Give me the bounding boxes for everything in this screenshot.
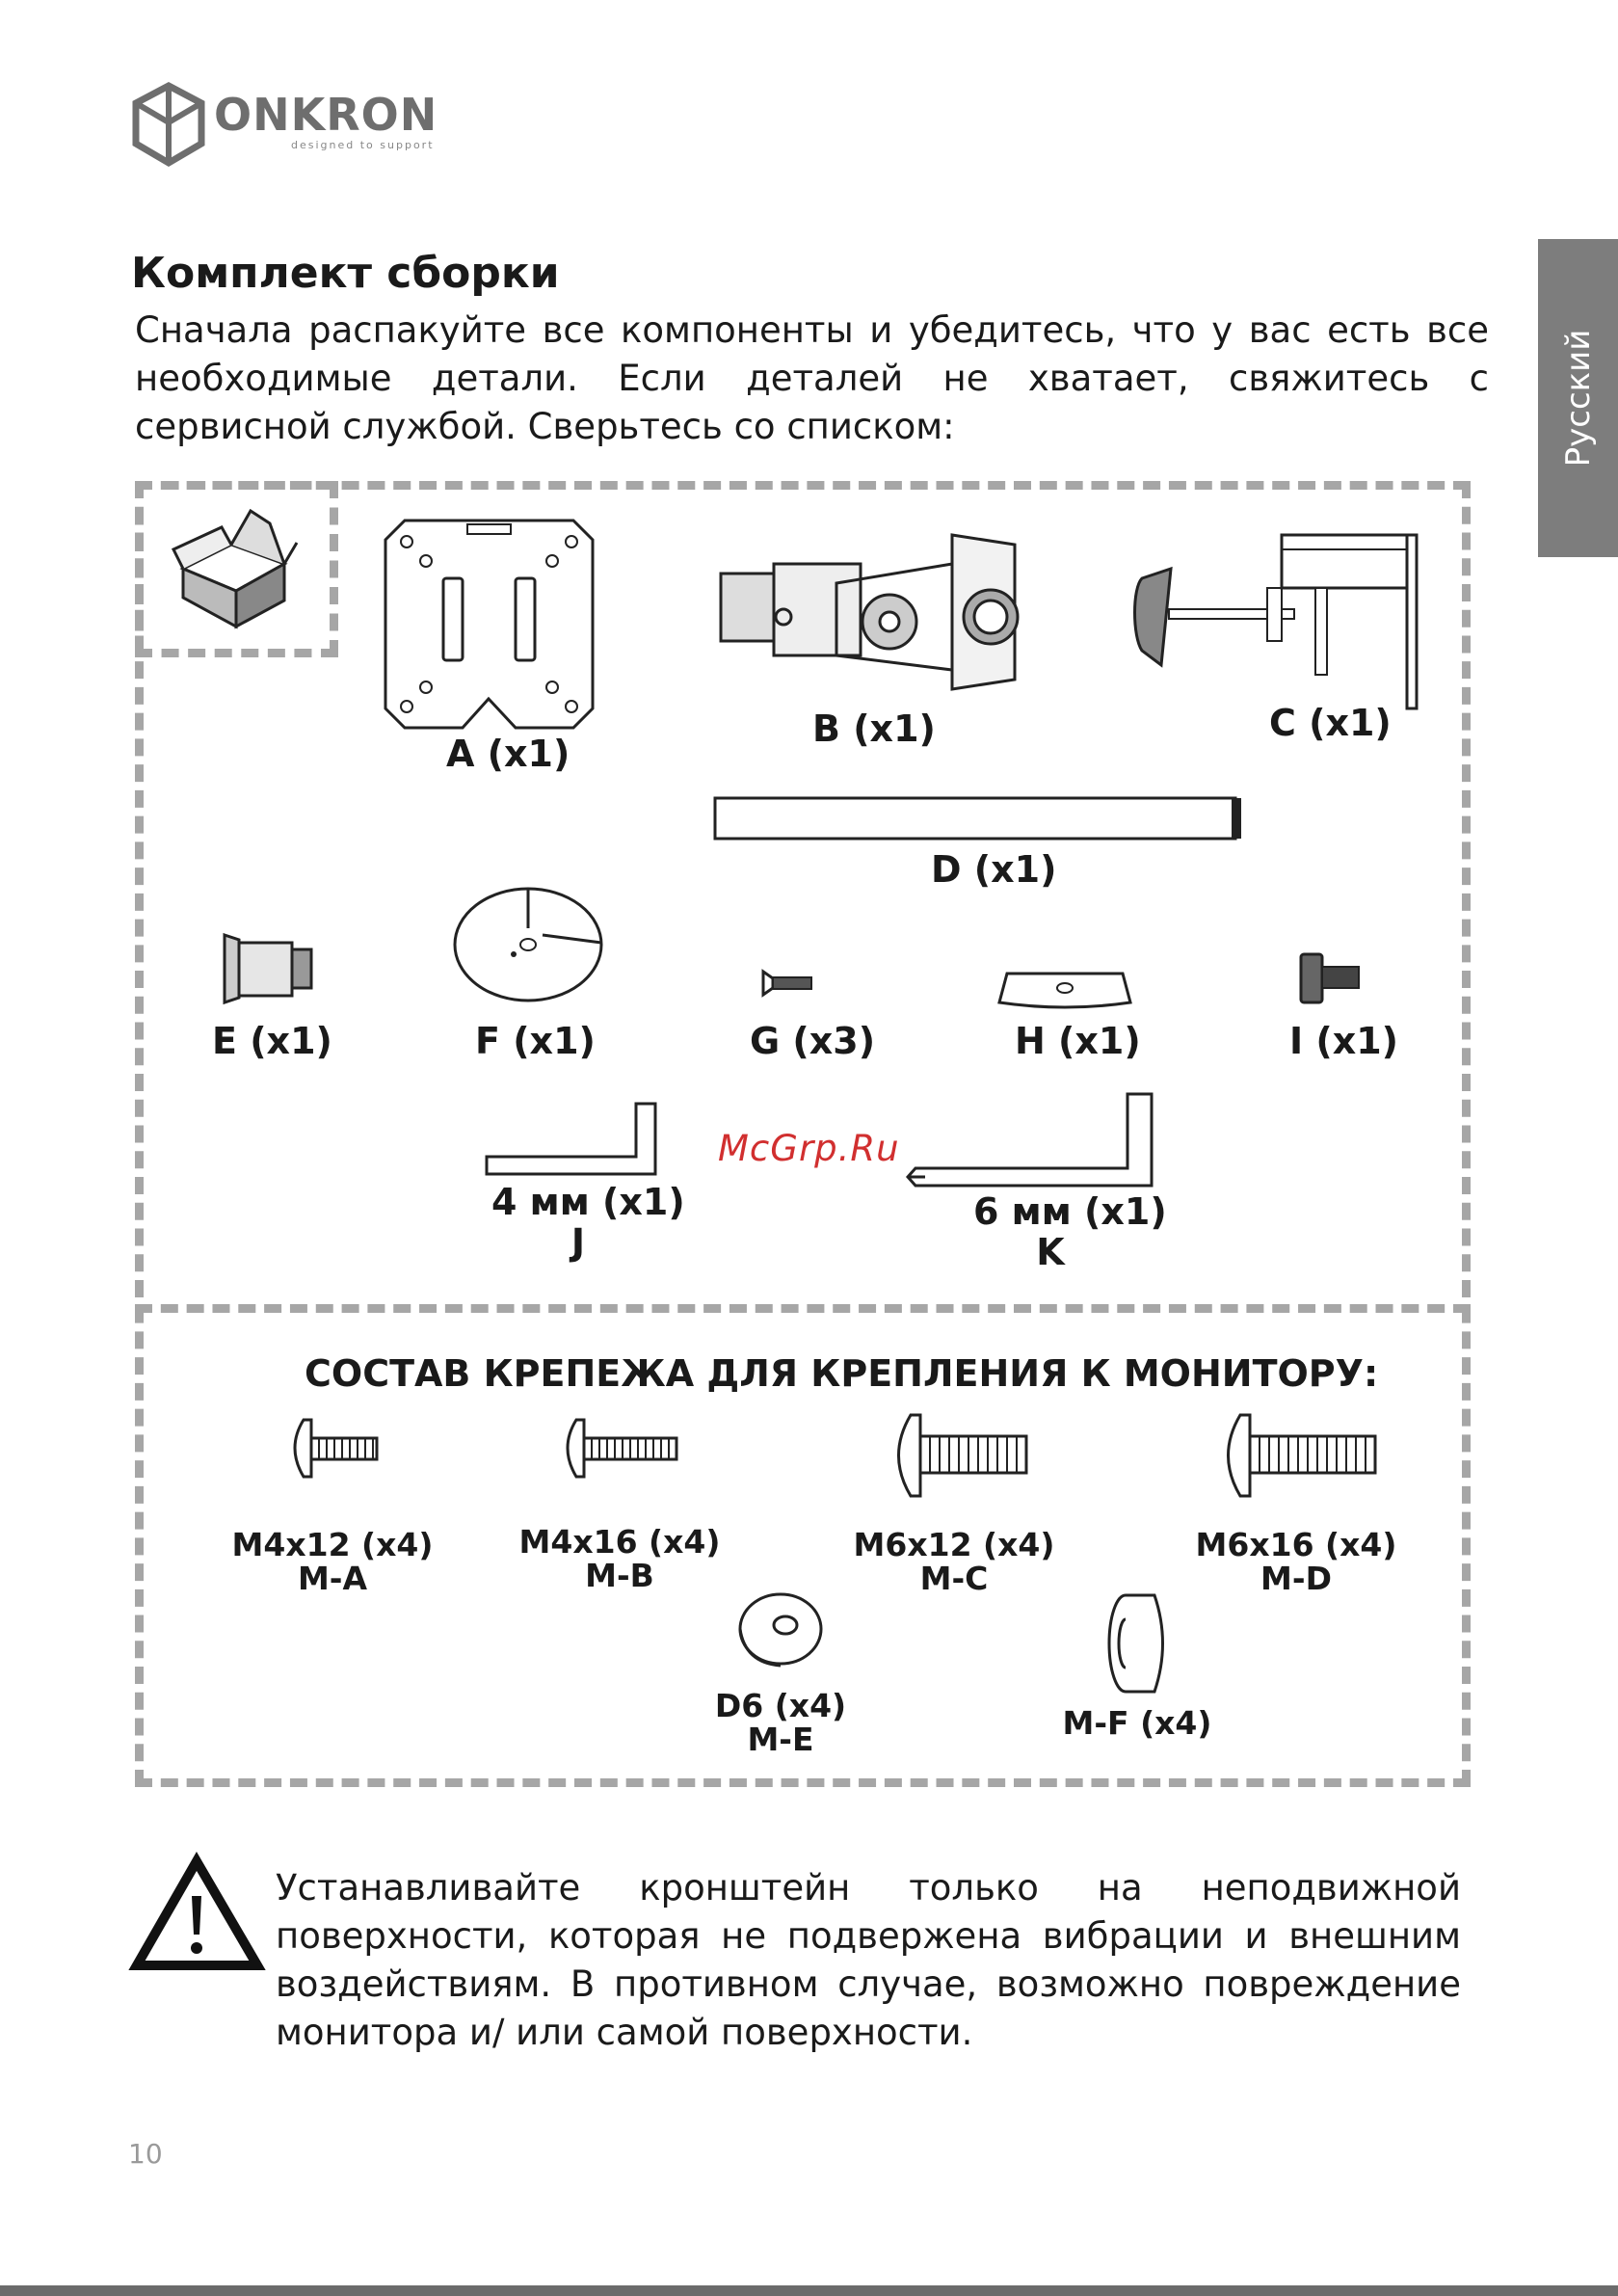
screw-m-d-size: M6x16 (x4)	[1195, 1526, 1397, 1563]
brand-logo-icon	[132, 82, 205, 168]
screw-m-b-icon	[566, 1418, 678, 1479]
part-d-pole	[713, 796, 1241, 841]
part-j-code: J	[570, 1221, 586, 1264]
fasteners-heading: СОСТАВ КРЕПЕЖА ДЛЯ КРЕПЛЕНИЯ К МОНИТОРУ:	[305, 1352, 1379, 1395]
screw-m-b-size: M4x16 (x4)	[518, 1523, 721, 1561]
part-g-screw	[761, 969, 812, 998]
spacer-m-f-icon	[1107, 1593, 1164, 1694]
watermark: McGrp.Ru	[718, 1128, 900, 1169]
part-c-desk-clamp	[1133, 533, 1419, 710]
spacer-m-f-label: M-F (x4)	[1062, 1704, 1212, 1742]
part-f-base-disc	[453, 887, 603, 1002]
screw-m-b-code: M-B	[585, 1557, 654, 1594]
part-k-size: 6 мм (x1)	[973, 1190, 1167, 1233]
screw-m-d-code: M-D	[1260, 1560, 1332, 1597]
parts-frame	[135, 481, 1471, 1787]
screw-m-a-code: M-A	[297, 1560, 368, 1597]
part-k-hex-key-6mm	[905, 1092, 1154, 1188]
washer-m-e-icon	[738, 1592, 823, 1668]
part-e-collar	[223, 932, 313, 1005]
screw-m-d-icon	[1227, 1413, 1377, 1498]
warning-triangle-icon	[128, 1852, 266, 1970]
screw-m-c-icon	[897, 1413, 1028, 1498]
section-intro: Сначала распакуйте все компоненты и убед…	[135, 309, 1489, 447]
section-title: Комплект сборки	[131, 249, 560, 298]
screw-m-c-size: M6x12 (x4)	[853, 1526, 1055, 1563]
part-c-label: C (x1)	[1269, 702, 1392, 744]
warning-text: Устанавливайте кронштейн только на непод…	[276, 1867, 1461, 2053]
part-b-tilt-head	[719, 533, 1020, 691]
box-icon-frame	[135, 481, 338, 657]
part-j-hex-key-4mm	[485, 1102, 657, 1176]
part-d-label: D (x1)	[931, 848, 1057, 891]
bottom-rule	[0, 2285, 1618, 2296]
page-number: 10	[128, 2138, 163, 2170]
part-j-size: 4 мм (x1)	[491, 1181, 685, 1223]
part-h-label: H (x1)	[1015, 1020, 1141, 1062]
part-k-code: K	[1036, 1231, 1065, 1273]
part-h-clamp-plate	[997, 972, 1132, 1009]
screw-m-a-icon	[293, 1418, 379, 1479]
part-e-label: E (x1)	[212, 1020, 332, 1062]
part-i-thumb-screw	[1299, 952, 1360, 1004]
part-g-label: G (x3)	[750, 1020, 876, 1062]
brand-tagline: designed to support	[291, 139, 435, 151]
fasteners-divider	[135, 1304, 1471, 1313]
package-box-icon	[171, 508, 299, 629]
part-a-label: A (x1)	[446, 733, 570, 775]
language-tab-label: Русский	[1558, 329, 1598, 467]
part-a-vesa-plate	[384, 519, 595, 730]
language-tab[interactable]: Русский	[1538, 239, 1618, 557]
brand-name: ONKRON	[214, 89, 438, 141]
part-f-label: F (x1)	[475, 1020, 596, 1062]
screw-m-a-size: M4x12 (x4)	[231, 1526, 434, 1563]
part-i-label: I (x1)	[1289, 1020, 1399, 1062]
part-b-label: B (x1)	[812, 707, 936, 750]
washer-m-e-code: M-E	[747, 1721, 814, 1758]
screw-m-c-code: M-C	[919, 1560, 989, 1597]
washer-m-e-size: D6 (x4)	[714, 1687, 847, 1724]
